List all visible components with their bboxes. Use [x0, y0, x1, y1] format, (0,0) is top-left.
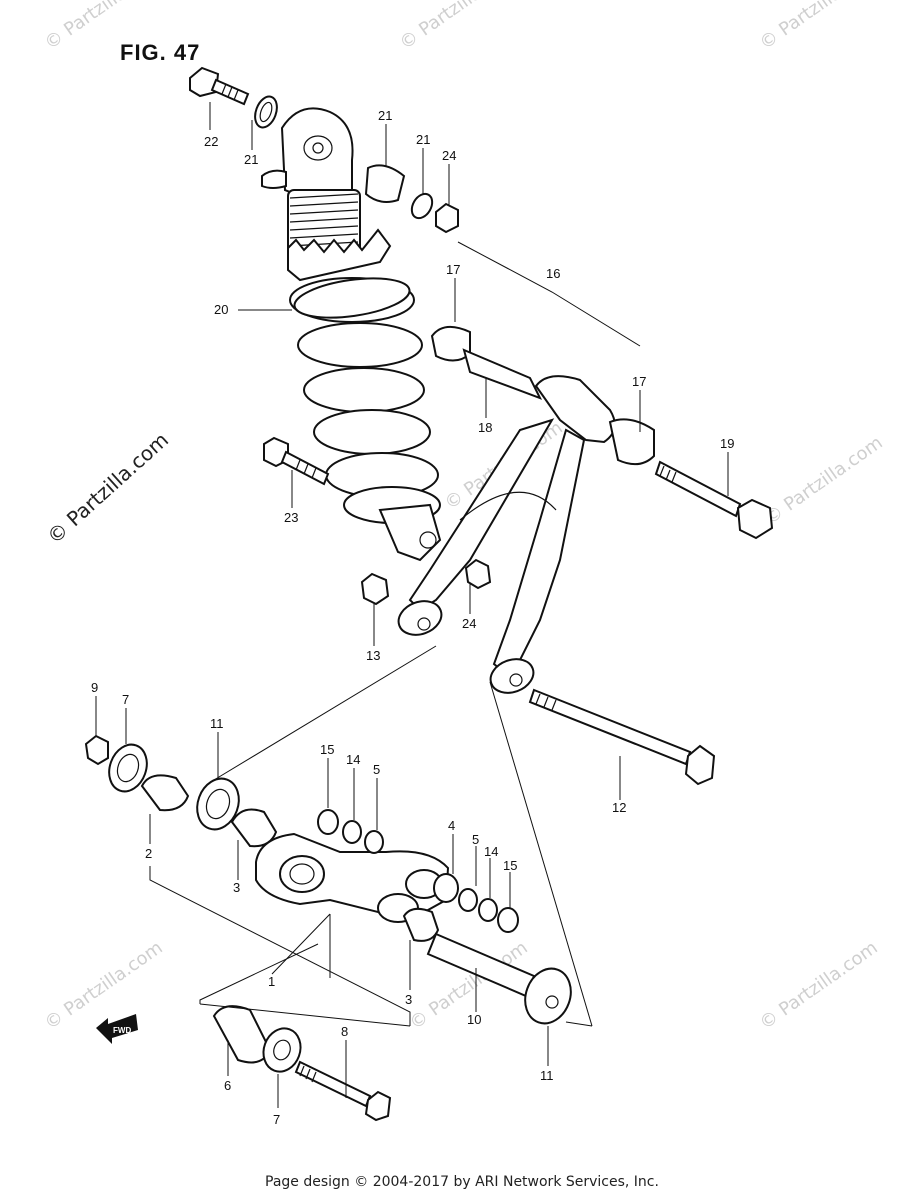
leader-lines — [95, 102, 729, 1108]
callout-6: 6 — [224, 1078, 231, 1093]
watermark-top-right: © Partzilla.com — [756, 0, 882, 54]
fwd-label: FWD — [113, 1026, 131, 1035]
callout-12: 12 — [612, 800, 626, 815]
callout-9: 9 — [91, 680, 98, 695]
left-bearing-stack — [84, 734, 278, 848]
sleeve-10-washer-11 — [426, 932, 572, 1025]
callout-14: 14 — [484, 844, 498, 859]
figure-title: FIG. 47 — [120, 40, 201, 65]
callout-11: 11 — [540, 1068, 554, 1083]
watermark-diagonal: © Partzilla.com — [42, 428, 173, 549]
callout-4: 4 — [448, 818, 455, 833]
fwd-arrow-icon: FWD — [96, 1014, 138, 1044]
callout-1: 1 — [268, 974, 275, 989]
callout-17: 17 — [446, 262, 460, 277]
shock-absorber — [261, 107, 442, 562]
callout-19: 19 — [720, 436, 734, 451]
cushion-lever-body — [255, 832, 450, 942]
callout-5: 5 — [373, 762, 380, 777]
watermark-bottom-left: © Partzilla.com — [41, 937, 167, 1034]
callout-16: 16 — [546, 266, 560, 281]
watermark-top-center: © Partzilla.com — [396, 0, 522, 54]
callout-3: 3 — [405, 992, 412, 1007]
callout-8: 8 — [341, 1024, 348, 1039]
cushion-rod-assembly — [397, 325, 655, 694]
nuts-13-24 — [360, 558, 492, 606]
callout-7: 7 — [273, 1112, 280, 1127]
callout-14: 14 — [346, 752, 360, 767]
callout-11: 11 — [210, 716, 224, 731]
callout-5: 5 — [472, 832, 479, 847]
callout-24: 24 — [442, 148, 456, 163]
callout-23: 23 — [284, 510, 298, 525]
watermark-top-left: © Partzilla.com — [41, 0, 167, 54]
callout-13: 13 — [366, 648, 380, 663]
small-washers — [317, 809, 519, 933]
top-mount-hardware — [189, 66, 459, 234]
callout-2: 2 — [145, 846, 152, 861]
callout-3: 3 — [233, 880, 240, 895]
callout-10: 10 — [467, 1012, 481, 1027]
callout-labels: 22 21 21 21 24 16 17 17 20 18 19 23 13 2… — [91, 108, 734, 1127]
bolt-23 — [263, 436, 330, 486]
callout-21: 21 — [244, 152, 258, 167]
bolt-19 — [654, 460, 774, 540]
callout-22: 22 — [204, 134, 218, 149]
callout-7: 7 — [122, 692, 129, 707]
callout-21: 21 — [416, 132, 430, 147]
watermark-mid-right: © Partzilla.com — [761, 432, 887, 529]
bolt-12 — [528, 688, 716, 786]
callout-24: 24 — [462, 616, 476, 631]
callout-20: 20 — [214, 302, 228, 317]
callout-21: 21 — [378, 108, 392, 123]
bottom-bolt-stack — [212, 1005, 392, 1122]
watermark-bottom-right: © Partzilla.com — [756, 937, 882, 1034]
page-footer: Page design © 2004-2017 by ARI Network S… — [265, 1174, 659, 1190]
callout-18: 18 — [478, 420, 492, 435]
callout-15: 15 — [320, 742, 334, 757]
callout-17: 17 — [632, 374, 646, 389]
callout-15: 15 — [503, 858, 517, 873]
